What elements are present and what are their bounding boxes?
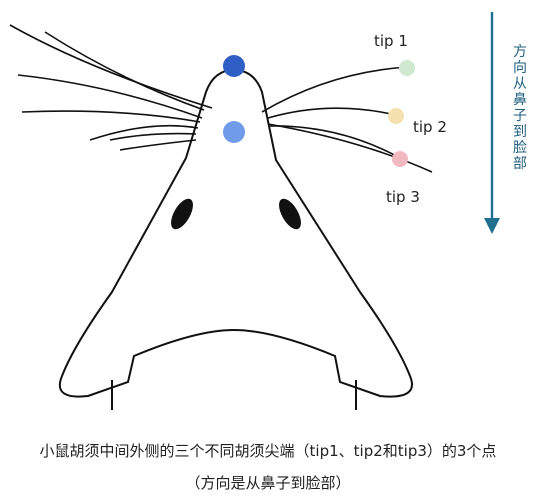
right-whiskers: [261, 66, 433, 173]
tip3-label: tip 3: [386, 188, 420, 206]
tip2-point: [388, 108, 404, 124]
direction-label-char: 到: [513, 124, 527, 140]
nose-point: [223, 55, 245, 77]
tip1-label: tip 1: [374, 32, 408, 50]
direction-label-char: 脸: [513, 140, 527, 156]
mouse-head-outline: [58, 68, 413, 398]
right-eye: [279, 198, 301, 230]
direction-label-char: 鼻: [513, 91, 527, 108]
direction-label-char: 子: [513, 108, 527, 124]
tip2-label: tip 2: [413, 118, 447, 136]
tip1-point: [399, 60, 415, 76]
direction-label-char: 部: [513, 156, 527, 172]
direction-label-char: 从: [513, 76, 527, 92]
figure-caption-line-2: （方向是从鼻子到脸部）: [185, 474, 351, 492]
whisker-pad-point: [223, 121, 245, 143]
figure-caption-line-1: 小鼠胡须中间外侧的三个不同胡须尖端（tip1、tip2和tip3）的3个点: [39, 442, 497, 460]
direction-arrowhead: [484, 218, 500, 234]
direction-label-char: 方: [513, 44, 527, 60]
direction-label-char: 向: [513, 60, 527, 76]
left-eye: [171, 198, 193, 230]
left-whiskers: [9, 24, 213, 151]
tip3-point: [392, 151, 408, 167]
